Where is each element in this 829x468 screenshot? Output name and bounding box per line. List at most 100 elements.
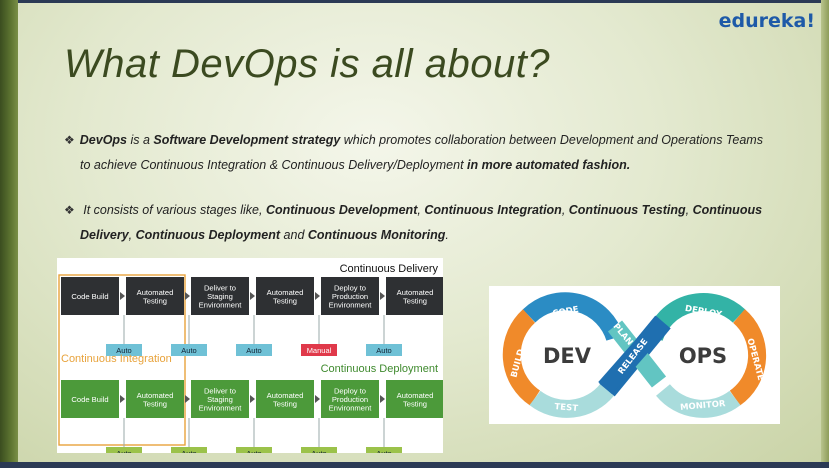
right-accent-bar [821, 0, 829, 468]
phase-monitor: MONITOR [680, 399, 727, 413]
test-arc [529, 383, 614, 418]
arrow-icon [120, 395, 125, 403]
gate-label: Auto [116, 449, 131, 453]
dev-label: DEV [543, 344, 592, 368]
gate-label: Auto [376, 449, 391, 453]
stage-label: Deliver to [204, 284, 236, 293]
text-run: , [128, 228, 136, 242]
gate-label: Auto [246, 449, 261, 453]
text-run: Continuous Integration [424, 203, 562, 217]
text-run: Continuous Monitoring [307, 228, 446, 242]
stage-box [191, 277, 249, 315]
continuous-deployment-title: Continuous Deployment [321, 363, 438, 375]
stage-label: Deploy to [334, 284, 366, 293]
text-run: Delivery [80, 228, 129, 242]
text-run: It consists of various stages like, [79, 203, 266, 217]
release-band-top [598, 316, 670, 394]
stage-label: Environment [329, 404, 373, 413]
stage-label: Deliver to [204, 387, 236, 396]
gate-badge [366, 344, 402, 356]
rich-line: It consists of various stages like, Cont… [80, 203, 762, 217]
stage-label: Staging [207, 292, 233, 301]
text-run: Continuous [692, 203, 763, 217]
gate-badge [171, 447, 207, 453]
diamond-bullet-icon: ❖ [64, 133, 75, 147]
text-run: Continuous Development [265, 203, 418, 217]
text-run: , [417, 203, 425, 217]
stage-label: Testing [143, 399, 167, 408]
text-run: which promotes collaboration between Dev… [340, 133, 763, 147]
stage-label: Testing [273, 296, 297, 305]
gate-label: Auto [116, 346, 131, 355]
stage-label: Code Build [71, 292, 108, 301]
bullet-devops-definition: ❖ DevOps is a Software Development strate… [64, 128, 764, 178]
bullet-line-1: ❖ DevOps is a Software Development strate… [64, 128, 764, 153]
bullet-devops-stages: ❖ It consists of various stages like, Co… [64, 198, 764, 248]
stage-box [191, 380, 249, 418]
stage-box [256, 380, 314, 418]
gate-badge [301, 447, 337, 453]
diamond-bullet-icon: ❖ [64, 203, 75, 217]
arrow-icon [185, 292, 190, 300]
arrow-icon [380, 395, 385, 403]
text-run: and [280, 228, 308, 242]
stage-box [321, 277, 379, 315]
arrow-icon [315, 292, 320, 300]
gate-label: Auto [246, 346, 261, 355]
top-border [0, 0, 829, 3]
stage-label: Testing [143, 296, 167, 305]
integration-bracket [58, 274, 186, 446]
deployment-stage: Code Build [61, 380, 119, 418]
stage-label: Automated [397, 391, 434, 400]
rich-line: to achieve Continuous Integration & Cont… [80, 158, 630, 172]
arrow-icon [250, 292, 255, 300]
phase-test: TEST [554, 402, 579, 414]
stage-label: Testing [403, 399, 427, 408]
stage-label: Environment [329, 301, 373, 310]
text-run: Continuous Deployment [135, 228, 281, 242]
text-run: , [561, 203, 569, 217]
stage-label: Production [332, 395, 368, 404]
gate-badge [106, 447, 142, 453]
edureka-logo: edureka! [718, 10, 815, 32]
code-arc [522, 292, 624, 342]
stage-label: Deploy to [334, 387, 366, 396]
rich-line: DevOps is a Software Development strateg… [80, 133, 763, 147]
gate-label: Auto [376, 346, 391, 355]
text-run: Continuous Testing [568, 203, 686, 217]
operate-arc [729, 309, 767, 406]
stage-label: Testing [273, 399, 297, 408]
arrow-icon [185, 395, 190, 403]
stage-label: Staging [207, 395, 233, 404]
build-arc [502, 309, 541, 406]
gate-badge [236, 344, 272, 356]
text-run: Software Development strategy [153, 133, 341, 147]
stage-box [61, 277, 119, 315]
stage-box [126, 380, 184, 418]
stage-label: Automated [137, 391, 174, 400]
continuous-delivery-title: Continuous Delivery [340, 263, 439, 275]
arrow-icon [380, 292, 385, 300]
stage-label: Code Build [71, 395, 108, 404]
text-run: , [685, 203, 693, 217]
text-run: in more automated fashion. [467, 158, 631, 172]
arrow-icon [250, 395, 255, 403]
arrow-icon [315, 395, 320, 403]
gate-label: Auto [181, 449, 196, 453]
continuous-integration-title: Continuous Integration [61, 353, 172, 365]
gate-badge [106, 344, 142, 356]
monitor-arc [656, 383, 741, 418]
stage-box [386, 277, 443, 315]
stage-label: Testing [403, 296, 427, 305]
